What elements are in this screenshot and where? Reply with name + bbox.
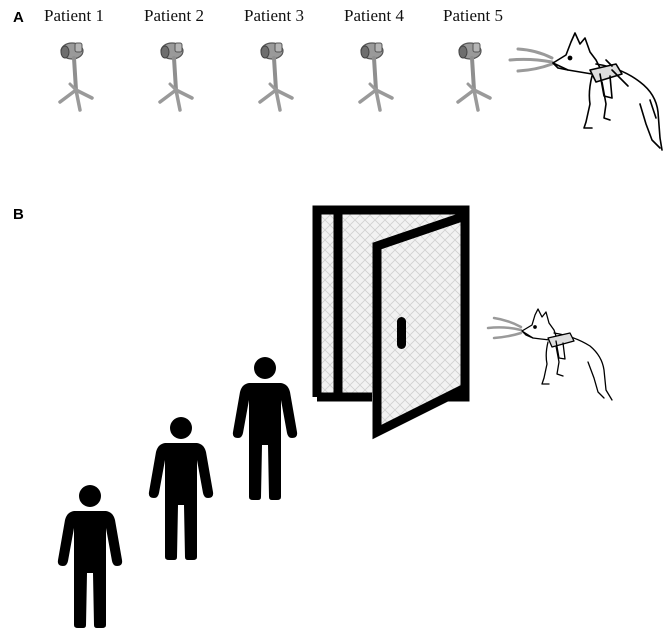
detection-dog-icon <box>522 309 612 400</box>
sniff-lines-icon <box>510 49 552 71</box>
sniff-lines-icon <box>488 318 521 338</box>
door-icon <box>317 210 465 432</box>
person-icon <box>58 485 122 628</box>
person-icon <box>233 357 297 500</box>
person-icon <box>149 417 213 560</box>
detection-dog-icon <box>553 33 662 150</box>
